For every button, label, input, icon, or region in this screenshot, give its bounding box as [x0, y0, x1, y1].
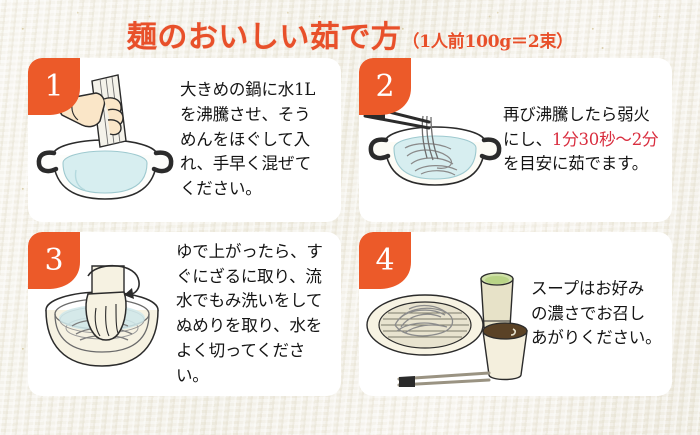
steps-grid: 1	[28, 58, 672, 410]
step-text-highlight: 1分30秒〜2分	[551, 129, 659, 149]
step-text-line: を沸騰させ、そう	[180, 104, 311, 124]
step-body-3: ゆで上がったら、す ぐにざるに取り、流 水でもみ洗いをして ぬめりを取り、水を …	[28, 232, 341, 396]
step-text-3: ゆで上がったら、す ぐにざるに取り、流 水でもみ洗いをして ぬめりを取り、水を …	[176, 240, 341, 389]
step-text-after: を目安に茹でます。	[503, 154, 649, 174]
step-body-1: 大きめの鍋に水1L を沸騰させ、そう めんをほぐして入 れ、手早く混ぜて くださ…	[28, 58, 341, 222]
step-text-line: スープはお好み	[531, 278, 645, 298]
step-text-line: ぐにざるに取り、流	[176, 266, 322, 286]
step-text-line: あがりください。	[531, 328, 662, 348]
step-text-line: の濃さでお召し	[531, 303, 646, 323]
step-text-line: ください。	[180, 179, 262, 199]
step-card-3: 3	[28, 232, 341, 396]
step-body-2: 再び沸騰したら弱火にし、1分30秒〜2分を目安に茹でます。	[359, 58, 672, 222]
step-text-line: れ、手早く混ぜて	[180, 154, 312, 174]
step-text-line: よく切ってください。	[176, 340, 306, 385]
step-text-line: 大きめの鍋に水1L	[180, 80, 316, 100]
illustration-zaru-noodles-tea-and-dipping-sauce	[363, 239, 531, 389]
illustration-chopsticks-stirring-noodles-in-pot	[363, 86, 503, 206]
illustration-hand-holding-somen-over-pot	[30, 63, 180, 218]
page-title-serving-note: （1人前100g＝2束）	[402, 32, 574, 52]
step-text-4: スープはお好み の濃さでお召し あがりください。	[531, 277, 672, 351]
step-card-1: 1	[28, 58, 341, 222]
step-text-line: ぬめりを取り、水を	[176, 316, 323, 335]
step-text-line: 水でもみ洗いをして	[176, 291, 323, 311]
step-text-2: 再び沸騰したら弱火にし、1分30秒〜2分を目安に茹でます。	[503, 103, 672, 177]
page-title: 麺のおいしい茹で方	[126, 20, 402, 55]
step-card-4: 4	[359, 232, 672, 396]
step-card-2: 2	[359, 58, 672, 222]
page-header: 麺のおいしい茹で方 （1人前100g＝2束）	[0, 12, 700, 55]
step-text-line: ゆで上がったら、す	[176, 241, 323, 261]
step-body-4: スープはお好み の濃さでお召し あがりください。	[359, 232, 672, 396]
step-text-before: 再び沸騰したら弱火にし、	[503, 104, 650, 149]
step-text-1: 大きめの鍋に水1L を沸騰させ、そう めんをほぐして入 れ、手早く混ぜて くださ…	[180, 78, 341, 202]
illustration-hand-rinsing-noodles-in-colander	[36, 244, 176, 384]
step-text-line: めんをほぐして入	[180, 129, 310, 149]
